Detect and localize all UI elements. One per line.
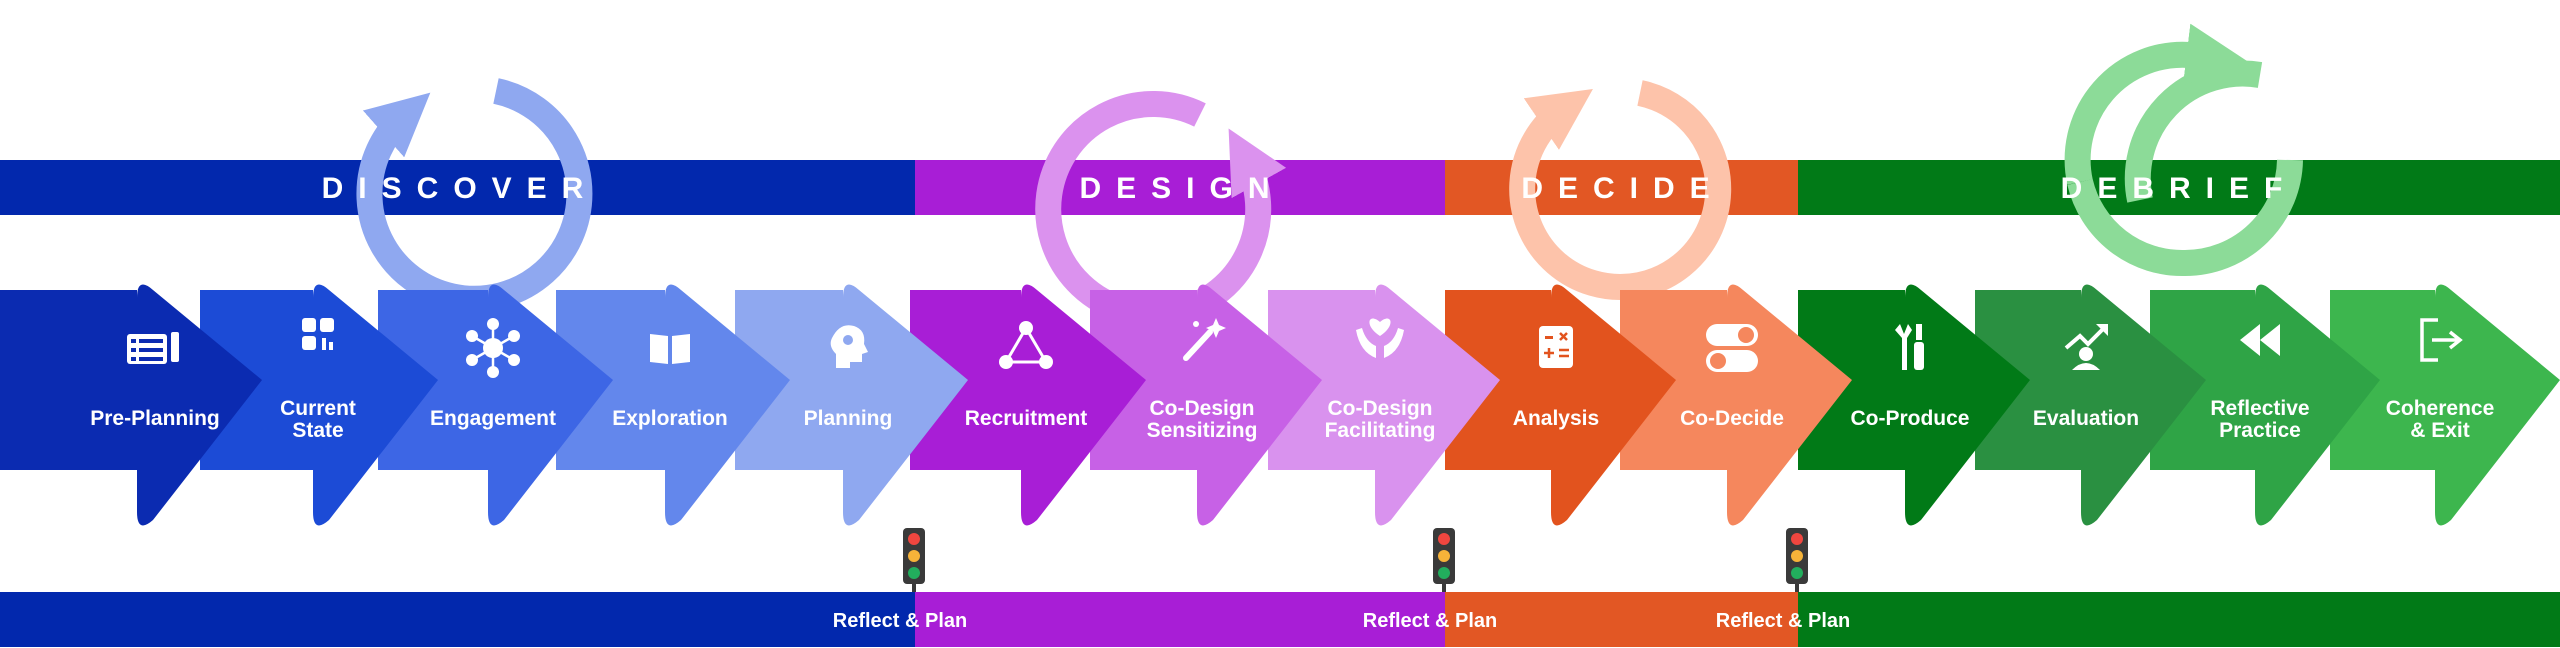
bottom-band-debrief — [1798, 592, 2560, 647]
rewind-icon — [2240, 324, 2280, 356]
open-book-icon — [650, 334, 690, 364]
bottom-band-decide — [1445, 592, 1798, 647]
traffic-light-icon — [1786, 528, 1808, 592]
phase-title-design: DESIGN — [1079, 172, 1284, 205]
phase-band-design — [915, 160, 1445, 215]
step-arrow: Engagement — [378, 284, 613, 526]
traffic-light-icon — [1433, 528, 1455, 592]
phase-band-decide — [1445, 160, 1798, 215]
step-arrow: Co-Produce — [1798, 284, 2030, 526]
step-arrow: Planning — [735, 284, 968, 526]
step-label: Co-Decide — [1680, 407, 1784, 430]
checkpoints: Reflect & Plan Reflect & Plan Reflect & … — [833, 528, 1850, 632]
tools-icon — [1895, 324, 1924, 370]
hands-heart-icon — [1356, 318, 1404, 358]
step-label: Exploration — [612, 407, 728, 430]
phase-bands — [0, 160, 2560, 215]
traffic-light-icon — [903, 528, 925, 592]
dashboard-grid-icon — [302, 318, 334, 350]
bottom-band-discover — [0, 592, 915, 647]
decide-cycle-icon — [1509, 80, 1732, 300]
triangle-network-icon — [999, 321, 1053, 369]
design-cycle-icon — [1035, 91, 1287, 327]
checkpoint-label: Reflect & Plan — [1716, 610, 1850, 632]
phase-title-discover: DISCOVER — [322, 172, 599, 205]
magic-wand-icon — [1183, 318, 1226, 361]
phase-titles: DISCOVER DESIGN DECIDE DEBRIEF — [322, 172, 2298, 205]
step-arrow: Analysis — [1445, 284, 1676, 526]
phase-band-debrief — [1798, 160, 2560, 215]
step-label: Coherence& Exit — [2386, 397, 2495, 442]
phase-band-discover — [0, 160, 915, 215]
checkpoint-label: Reflect & Plan — [1363, 610, 1497, 632]
exit-icon — [2420, 318, 2463, 362]
step-arrow: Co-Decide — [1620, 284, 1852, 526]
phase-title-debrief: DEBRIEF — [2061, 172, 2298, 205]
step-label: Analysis — [1513, 407, 1599, 430]
step-arrow: Recruitment — [910, 284, 1146, 526]
phase-title-decide: DECIDE — [1521, 172, 1724, 205]
toggle-switch-icon — [1706, 324, 1758, 372]
step-label: Pre-Planning — [90, 407, 220, 430]
debrief-cycle-icon — [2064, 23, 2303, 277]
step-label: Evaluation — [2033, 407, 2139, 430]
network-people-icon — [466, 318, 520, 378]
checkpoint-label: Reflect & Plan — [833, 610, 967, 632]
step-label: Recruitment — [965, 407, 1088, 430]
step-arrow: Pre-Planning — [0, 284, 262, 526]
calculator-icon — [1539, 326, 1573, 368]
step-arrow: Exploration — [556, 284, 790, 526]
step-arrow: Coherence& Exit — [2330, 284, 2560, 526]
step-arrow: Evaluation — [1975, 284, 2206, 526]
bottom-bands — [0, 592, 2560, 647]
agenda-list-icon — [127, 332, 179, 364]
head-gear-icon — [830, 325, 868, 368]
bottom-band-design — [915, 592, 1445, 647]
step-label: Engagement — [430, 407, 556, 430]
step-label: Co-Produce — [1850, 407, 1969, 430]
growth-person-icon — [2064, 324, 2108, 370]
step-label: Planning — [804, 407, 893, 430]
